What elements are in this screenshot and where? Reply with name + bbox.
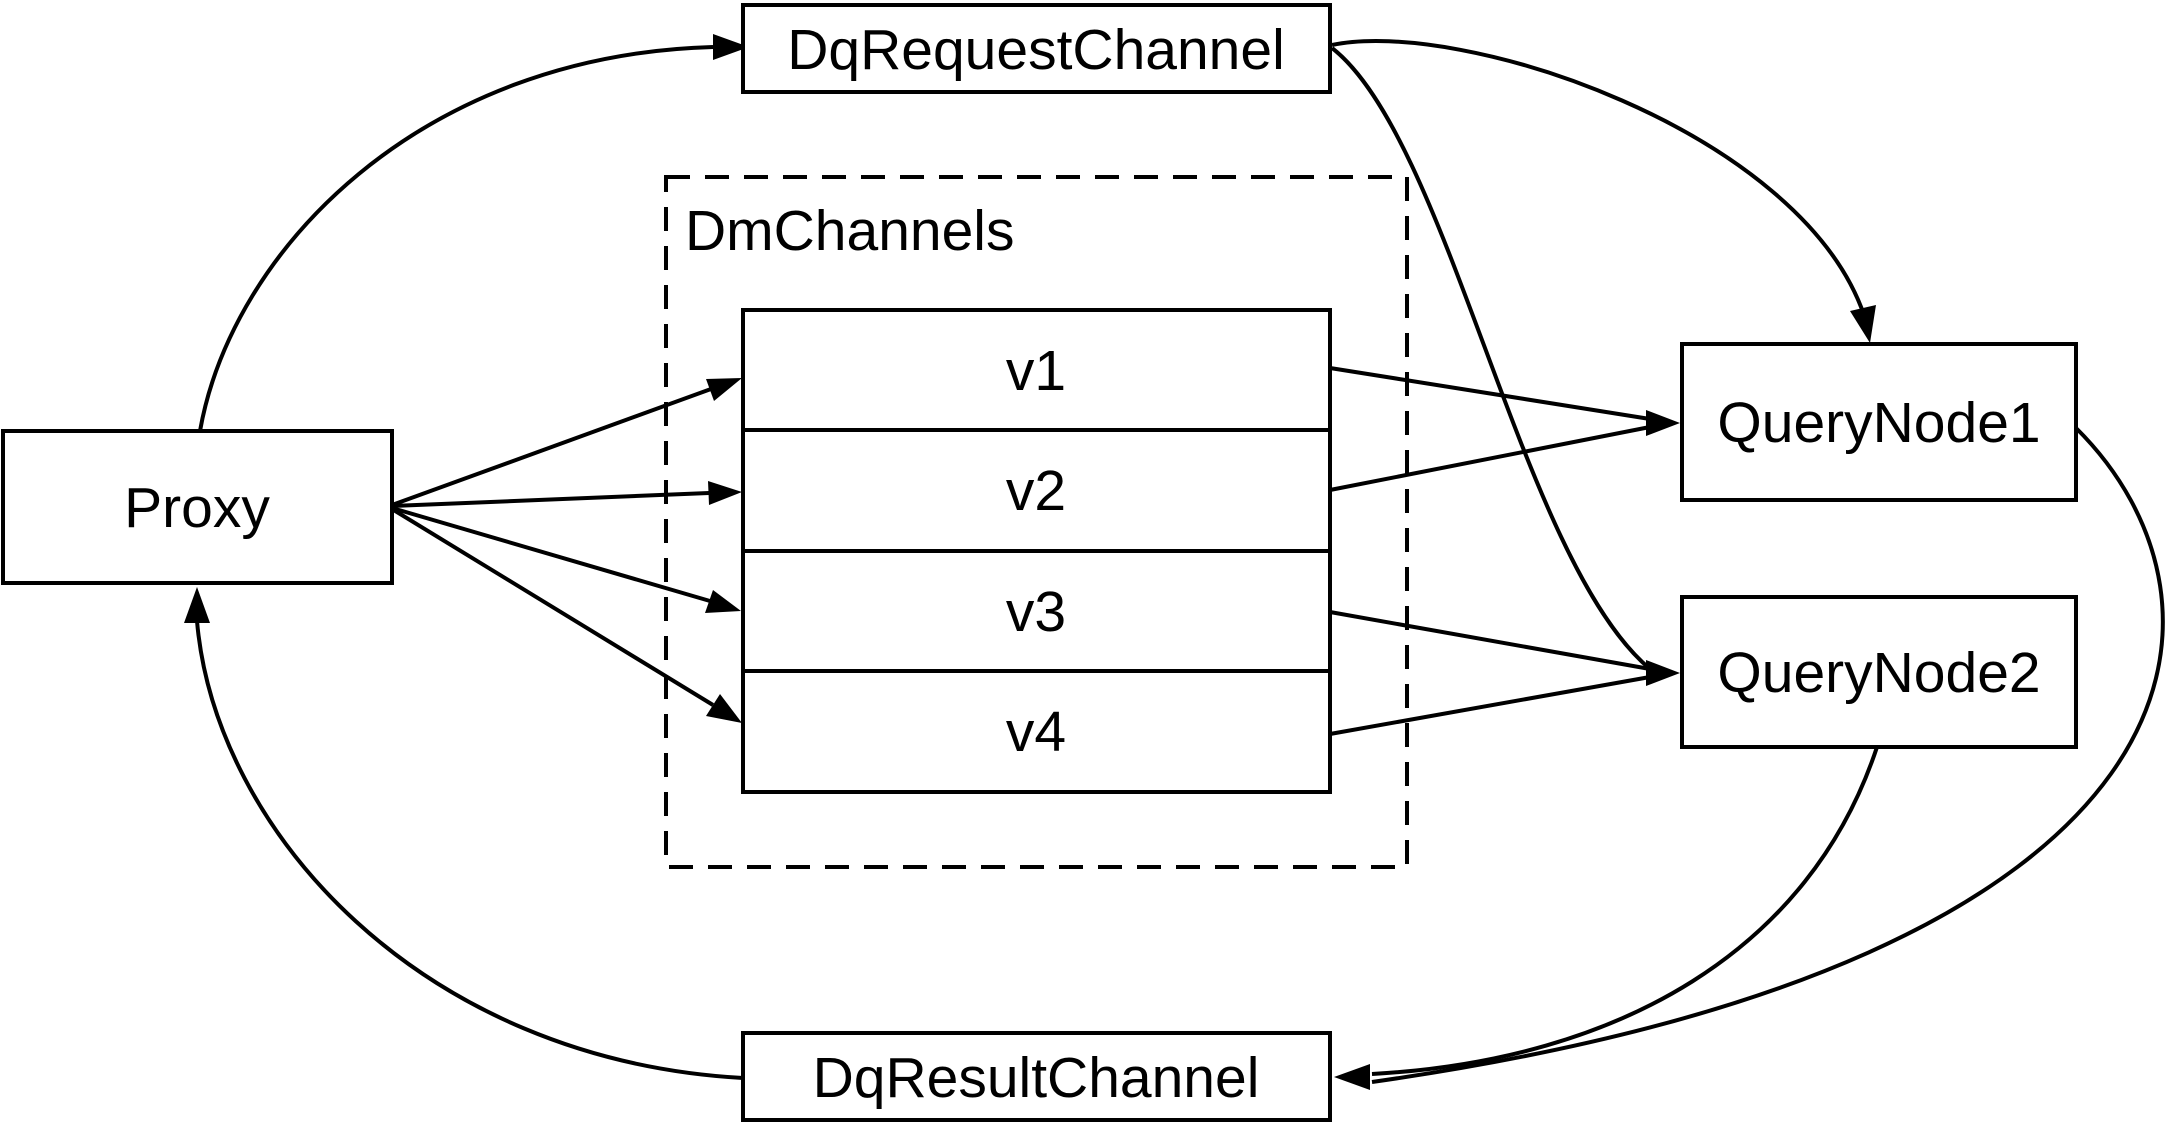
edge-proxy-to-v3 (391, 506, 711, 603)
dmchannels-dashed-border (664, 175, 1409, 869)
edge-v1-to-querynode1 (1329, 366, 1651, 421)
edge-dqrequestchannel-to-querynode2 (1330, 46, 1652, 671)
edge-proxy-to-v1 (391, 387, 712, 507)
arrowhead-into-querynode1-left (1646, 410, 1680, 436)
node-dqresultchannel: DqResultChannel (741, 1031, 1332, 1122)
channel-row-v4: v4 (1006, 700, 1066, 764)
edge-v3-to-querynode2 (1329, 610, 1651, 671)
querynode2-box (1680, 595, 2078, 749)
arrowhead-into-v1 (706, 378, 742, 401)
arrowhead-into-dqresultchannel (1334, 1064, 1370, 1090)
edge-proxy-to-v4 (390, 507, 715, 707)
edge-querynode2-to-dqresultchannel (1371, 746, 1879, 1076)
group-dmchannels: DmChannels v1 v2 v3 v4 (664, 175, 1409, 869)
edges-layer (195, 39, 2165, 1084)
channel-row-v1: v1 (1006, 339, 1066, 403)
edge-v4-to-querynode2 (1329, 675, 1651, 736)
proxy-label: Proxy (124, 476, 270, 540)
querynode2-label: QueryNode2 (1717, 641, 2040, 705)
arrowhead-into-querynode2-left (1646, 660, 1680, 686)
node-querynode1: QueryNode1 (1680, 342, 2078, 502)
node-querynode2: QueryNode2 (1680, 595, 2078, 749)
arrowhead-into-querynode1-top (1850, 305, 1876, 343)
edge-proxy-to-v2 (391, 491, 710, 508)
querynode1-box (1680, 342, 2078, 502)
edge-dqrequestchannel-to-querynode1 (1331, 39, 1866, 316)
dmchannels-table: v1 v2 v3 v4 (741, 308, 1332, 794)
querynode1-label: QueryNode1 (1717, 391, 2040, 455)
dqresultchannel-box (741, 1031, 1332, 1122)
dmchannels-label: DmChannels (685, 199, 1014, 263)
arrowhead-into-proxy (184, 587, 210, 623)
node-proxy: Proxy (1, 429, 394, 585)
dqresultchannel-label: DqResultChannel (813, 1046, 1260, 1110)
dqrequestchannel-box (741, 3, 1332, 94)
channel-row-v3: v3 (1006, 580, 1066, 644)
arrowheads-layer (184, 34, 1876, 1090)
channel-row-v2: v2 (1006, 459, 1066, 523)
arrowhead-into-v2 (708, 481, 742, 505)
arrowhead-into-v4 (706, 694, 742, 723)
proxy-box (1, 429, 394, 585)
dqrequestchannel-label: DqRequestChannel (787, 18, 1285, 82)
arrowhead-into-v3 (705, 590, 741, 613)
edge-v2-to-querynode1 (1329, 425, 1651, 492)
edge-querynode1-to-dqresultchannel (1371, 426, 2165, 1084)
arrowhead-into-dqrequestchannel (713, 34, 749, 60)
edge-dqresultchannel-to-proxy (195, 620, 744, 1080)
node-dqrequestchannel: DqRequestChannel (741, 3, 1332, 94)
edge-proxy-to-dqrequestchannel (198, 45, 714, 432)
